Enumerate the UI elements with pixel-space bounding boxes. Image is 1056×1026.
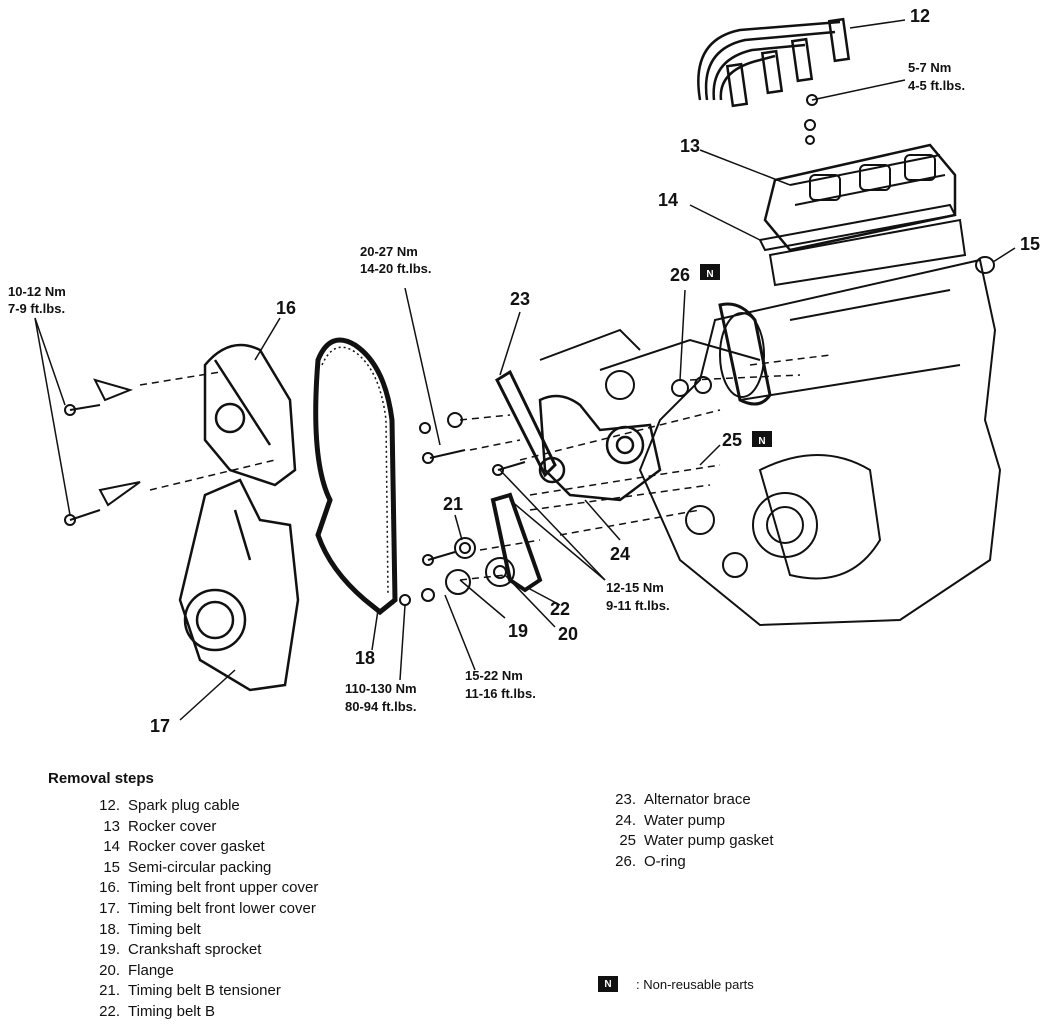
callout-19: 19 bbox=[508, 621, 528, 641]
removal-step-item: 18. Timing belt bbox=[80, 920, 318, 941]
removal-step-item: 13 Rocker cover bbox=[80, 817, 318, 838]
rocker-cover bbox=[758, 94, 967, 287]
callout-22: 22 bbox=[550, 599, 570, 619]
removal-step-text: Alternator brace bbox=[644, 791, 751, 808]
water-pump bbox=[538, 394, 662, 502]
non-reusable-badge: N bbox=[598, 976, 618, 992]
callout-15: 15 bbox=[1020, 234, 1040, 254]
torque-80-94-ft: 80-94 ft.lbs. bbox=[345, 699, 417, 714]
torque-4-5-ft: 4-5 ft.lbs. bbox=[908, 78, 965, 93]
removal-step-number: 21. bbox=[99, 982, 120, 1000]
semi-circular-packing bbox=[975, 256, 995, 274]
removal-step-number: 15 bbox=[103, 858, 120, 876]
callout-13: 13 bbox=[680, 136, 700, 156]
removal-step-number: 17. bbox=[99, 899, 120, 917]
torque-10-12-nm: 10-12 Nm bbox=[8, 284, 66, 299]
torque-9-11-ft: 9-11 ft.lbs. bbox=[606, 598, 670, 613]
torque-15-22-nm: 15-22 Nm bbox=[465, 668, 523, 683]
removal-step-number: 20. bbox=[99, 961, 120, 979]
removal-step-text: Water pump gasket bbox=[644, 832, 774, 850]
removal-step-text: Timing belt front upper cover bbox=[128, 879, 319, 897]
removal-steps-heading: Removal steps bbox=[48, 770, 154, 787]
removal-step-number: 14 bbox=[103, 838, 120, 856]
spark-plug-cables bbox=[697, 17, 851, 108]
removal-step-item: 14 Rocker cover gasket bbox=[80, 837, 318, 858]
timing-belt-b bbox=[490, 492, 543, 593]
leader-lines bbox=[34, 19, 1016, 721]
removal-step-item: 20. Flange bbox=[80, 961, 318, 982]
callout-21: 21 bbox=[443, 494, 463, 514]
torque-11-16-ft: 11-16 ft.lbs. bbox=[465, 686, 536, 701]
callout-14: 14 bbox=[658, 190, 678, 210]
svg-text:N: N bbox=[758, 436, 765, 447]
removal-step-item: 24. Water pump bbox=[596, 811, 774, 832]
callout-25: 25 bbox=[722, 430, 742, 450]
timing-belt-upper-cover bbox=[203, 343, 297, 487]
removal-steps-right-list: 23. Alternator brace 24. Water pump 25 Water … bbox=[596, 790, 774, 873]
removal-step-number: 16. bbox=[99, 879, 120, 897]
torque-110-130-nm: 110-130 Nm bbox=[345, 681, 417, 696]
removal-step-item: 22. Timing belt B bbox=[80, 1002, 318, 1023]
callout-18: 18 bbox=[355, 648, 375, 668]
non-reusable-badge-25: N bbox=[752, 431, 772, 447]
removal-steps-left-list: 12. Spark plug cable 13 Rocker cover 14 Rocke… bbox=[80, 796, 318, 1023]
alternator-brace bbox=[495, 369, 557, 478]
torque-5-7-nm: 5-7 Nm bbox=[908, 60, 951, 75]
removal-step-number: 24. bbox=[615, 811, 636, 829]
removal-step-item: 26. O-ring bbox=[596, 852, 774, 873]
removal-step-text: Flange bbox=[128, 961, 174, 979]
engine-exploded-diagram: N N 12 13 14 15 16 17 18 19 20 21 22 23 … bbox=[8, 6, 1040, 736]
alignment-lines bbox=[139, 354, 831, 581]
removal-step-item: 12. Spark plug cable bbox=[80, 796, 318, 817]
removal-step-item: 23. Alternator brace bbox=[596, 790, 774, 811]
removal-step-text: Rocker cover bbox=[128, 817, 217, 835]
svg-text:N: N bbox=[706, 269, 713, 280]
torque-20-27-nm: 20-27 Nm bbox=[360, 244, 418, 259]
removal-step-text: Spark plug cable bbox=[128, 797, 240, 814]
removal-step-text: Water pump bbox=[644, 811, 726, 829]
non-reusable-badge-26: N bbox=[700, 264, 720, 280]
removal-step-item: 25 Water pump gasket bbox=[596, 831, 774, 852]
callout-23: 23 bbox=[510, 289, 530, 309]
timing-belt bbox=[313, 337, 398, 616]
removal-step-text: Timing belt front lower cover bbox=[128, 899, 316, 917]
callout-26: 26 bbox=[670, 265, 690, 285]
removal-step-number: 18. bbox=[99, 920, 120, 938]
callout-12: 12 bbox=[910, 6, 930, 26]
removal-step-number: 13 bbox=[103, 817, 120, 835]
removal-step-number: 23. bbox=[615, 791, 636, 808]
non-reusable-legend: N : Non-reusable parts bbox=[598, 976, 754, 992]
engine-block bbox=[539, 258, 1002, 627]
callout-17: 17 bbox=[150, 716, 170, 736]
non-reusable-legend-text: : Non-reusable parts bbox=[636, 976, 754, 992]
removal-step-number: 12. bbox=[99, 797, 120, 814]
removal-step-text: Rocker cover gasket bbox=[128, 838, 265, 856]
removal-step-item: 15 Semi-circular packing bbox=[80, 858, 318, 879]
removal-step-text: Crankshaft sprocket bbox=[128, 941, 262, 959]
removal-step-number: 19. bbox=[99, 941, 120, 959]
removal-step-number: 25 bbox=[619, 832, 636, 850]
removal-step-number: 26. bbox=[615, 852, 636, 870]
bolts bbox=[64, 376, 712, 606]
removal-step-item: 17. Timing belt front lower cover bbox=[80, 899, 318, 920]
torque-14-20-ft: 14-20 ft.lbs. bbox=[360, 261, 432, 276]
removal-step-text: Timing belt bbox=[128, 920, 201, 938]
removal-step-item: 19. Crankshaft sprocket bbox=[80, 940, 318, 961]
torque-12-15-nm: 12-15 Nm bbox=[606, 580, 664, 595]
callout-20: 20 bbox=[558, 624, 578, 644]
removal-step-text: Semi-circular packing bbox=[128, 858, 272, 876]
removal-step-item: 16. Timing belt front upper cover bbox=[80, 878, 318, 899]
timing-belt-lower-cover bbox=[178, 478, 300, 692]
callout-16: 16 bbox=[276, 298, 296, 318]
callout-24: 24 bbox=[610, 544, 630, 564]
removal-step-item: 21. Timing belt B tensioner bbox=[80, 981, 318, 1002]
removal-step-text: Timing belt B tensioner bbox=[128, 982, 281, 1000]
removal-step-text: Timing belt B bbox=[128, 1002, 215, 1020]
removal-step-number: 22. bbox=[99, 1002, 120, 1020]
torque-7-9-ft: 7-9 ft.lbs. bbox=[8, 301, 65, 316]
removal-step-text: O-ring bbox=[644, 852, 686, 870]
